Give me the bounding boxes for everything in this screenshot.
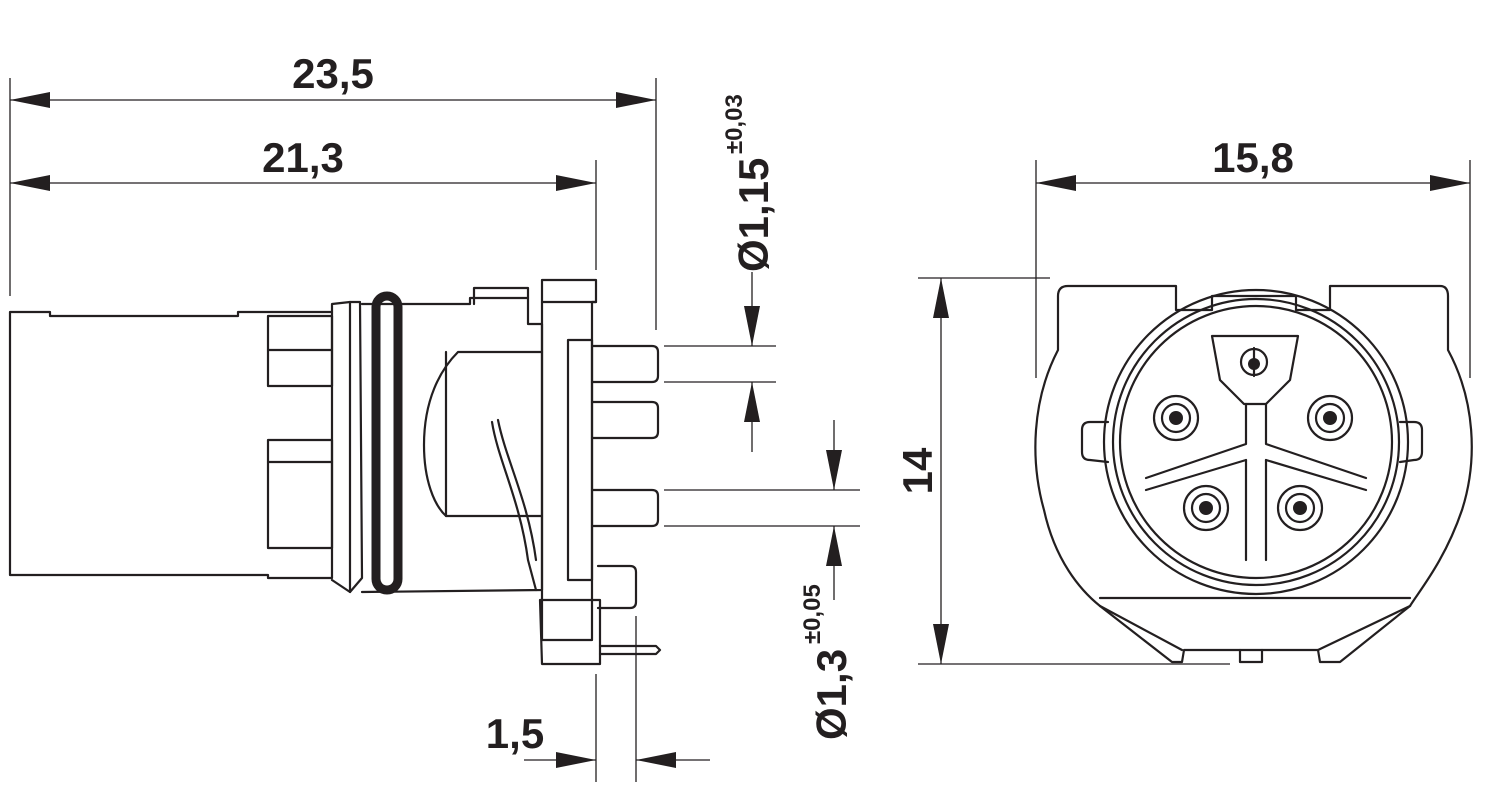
pin-diameter-large-label: Ø1,3 [808,649,855,740]
dim-body-length: 21,3 [10,134,597,270]
contact-2 [1306,394,1354,442]
housing-body [360,296,544,594]
dim-overall-length: 23,5 [9,50,657,330]
pin-1 [590,344,660,384]
rear-sleeve [8,310,334,580]
mid-ring [1111,297,1401,587]
flange-inner [566,338,594,582]
side-view [8,278,662,666]
pin-diameter-small-label: Ø1,15 [730,158,777,272]
latch-right [1398,420,1424,464]
overall-length-label: 23,5 [292,50,374,97]
latch-left [1080,420,1110,464]
pin-2 [590,400,660,440]
contact-3 [1182,484,1230,532]
front-width-label: 15,8 [1212,134,1294,181]
top-latch [472,286,530,306]
dim-pin-offset: 1,5 [486,616,710,782]
insert-dome [422,350,544,518]
body-length-label: 21,3 [262,134,344,181]
pin-diameter-small-tolerance: ±0,03 [721,94,748,154]
pin-3 [590,488,660,528]
spring-wire [490,420,538,592]
sleeve-window-lower [266,438,334,550]
dim-front-height: 14 [894,277,1230,665]
pin-diameter-large-tolerance: ±0,05 [799,584,826,644]
outer-ring [1102,288,1410,596]
collar [330,300,364,594]
front-view [1034,284,1473,664]
o-ring [371,291,403,595]
pin-offset-label: 1,5 [486,710,544,757]
dim-pin-diameter-small: Ø1,15 ±0,03 [664,94,777,452]
dim-pin-diameter-large: Ø1,3 ±0,05 [664,420,860,740]
pin-4 [596,564,638,610]
front-height-label: 14 [894,447,941,494]
contact-1 [1152,394,1200,442]
contact-4 [1276,484,1324,532]
bottom-foot [538,598,602,666]
inner-ring [1118,304,1394,580]
dim-front-width: 15,8 [1035,134,1471,378]
